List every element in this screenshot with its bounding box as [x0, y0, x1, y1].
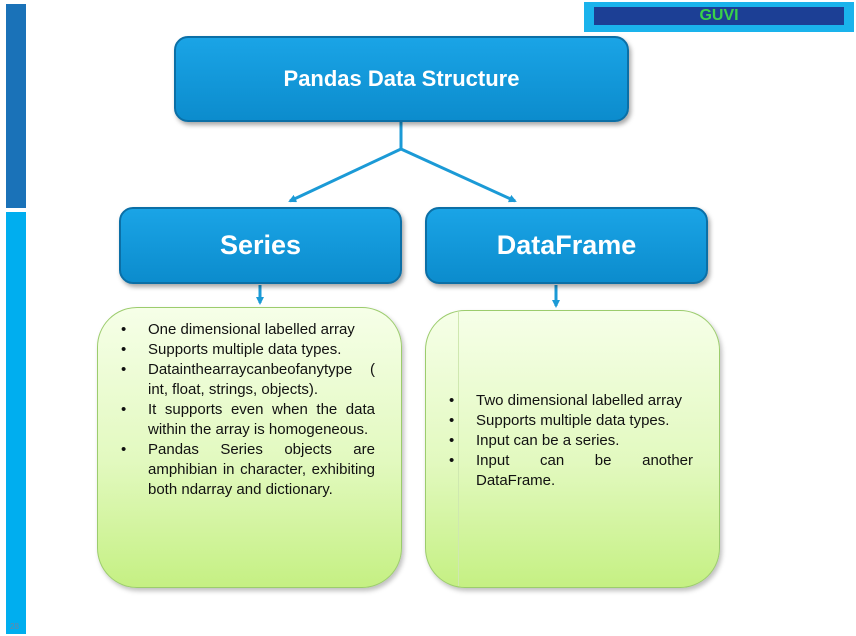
- left-accent-bar-bottom: [6, 212, 26, 634]
- slide-number: 28: [10, 622, 19, 631]
- series-bullet: Supports multiple data types.: [120, 340, 375, 360]
- series-bullet: One dimensional labelled array: [120, 320, 375, 340]
- series-bullet: It supports even when the data within th…: [120, 400, 375, 440]
- dataframe-bullet: Input can be a series.: [448, 431, 693, 451]
- dataframe-node-label: DataFrame: [496, 230, 637, 260]
- brand-label: GUVI: [699, 7, 739, 24]
- root-node-label: Pandas Data Structure: [283, 66, 520, 91]
- dataframe-bullet: Supports multiple data types.: [448, 411, 693, 431]
- root-node: Pandas Data Structure: [174, 36, 629, 122]
- dataframe-node: DataFrame: [425, 207, 708, 284]
- brand-background: [594, 7, 844, 25]
- series-bullet-list: One dimensional labelled array Supports …: [120, 320, 375, 500]
- dataframe-bullet-list: Two dimensional labelled array Supports …: [448, 391, 693, 491]
- series-description-box: One dimensional labelled array Supports …: [97, 307, 402, 588]
- series-node-label: Series: [219, 230, 302, 260]
- series-bullet: Datainthearraycanbeofanytype ( int, floa…: [120, 360, 375, 400]
- left-accent-bar-top: [6, 4, 26, 208]
- dataframe-description-box: Two dimensional labelled array Supports …: [425, 310, 720, 588]
- arrow-to-dataframe: [400, 147, 517, 203]
- dataframe-bullet: Two dimensional labelled array: [448, 391, 693, 411]
- dataframe-bullet: Input can be another DataFrame.: [448, 451, 693, 491]
- dataframe-box-inner-edge: [458, 312, 459, 586]
- arrow-to-series: [288, 147, 402, 203]
- series-bullet: Pandas Series objects are amphibian in c…: [120, 440, 375, 500]
- series-node: Series: [119, 207, 402, 284]
